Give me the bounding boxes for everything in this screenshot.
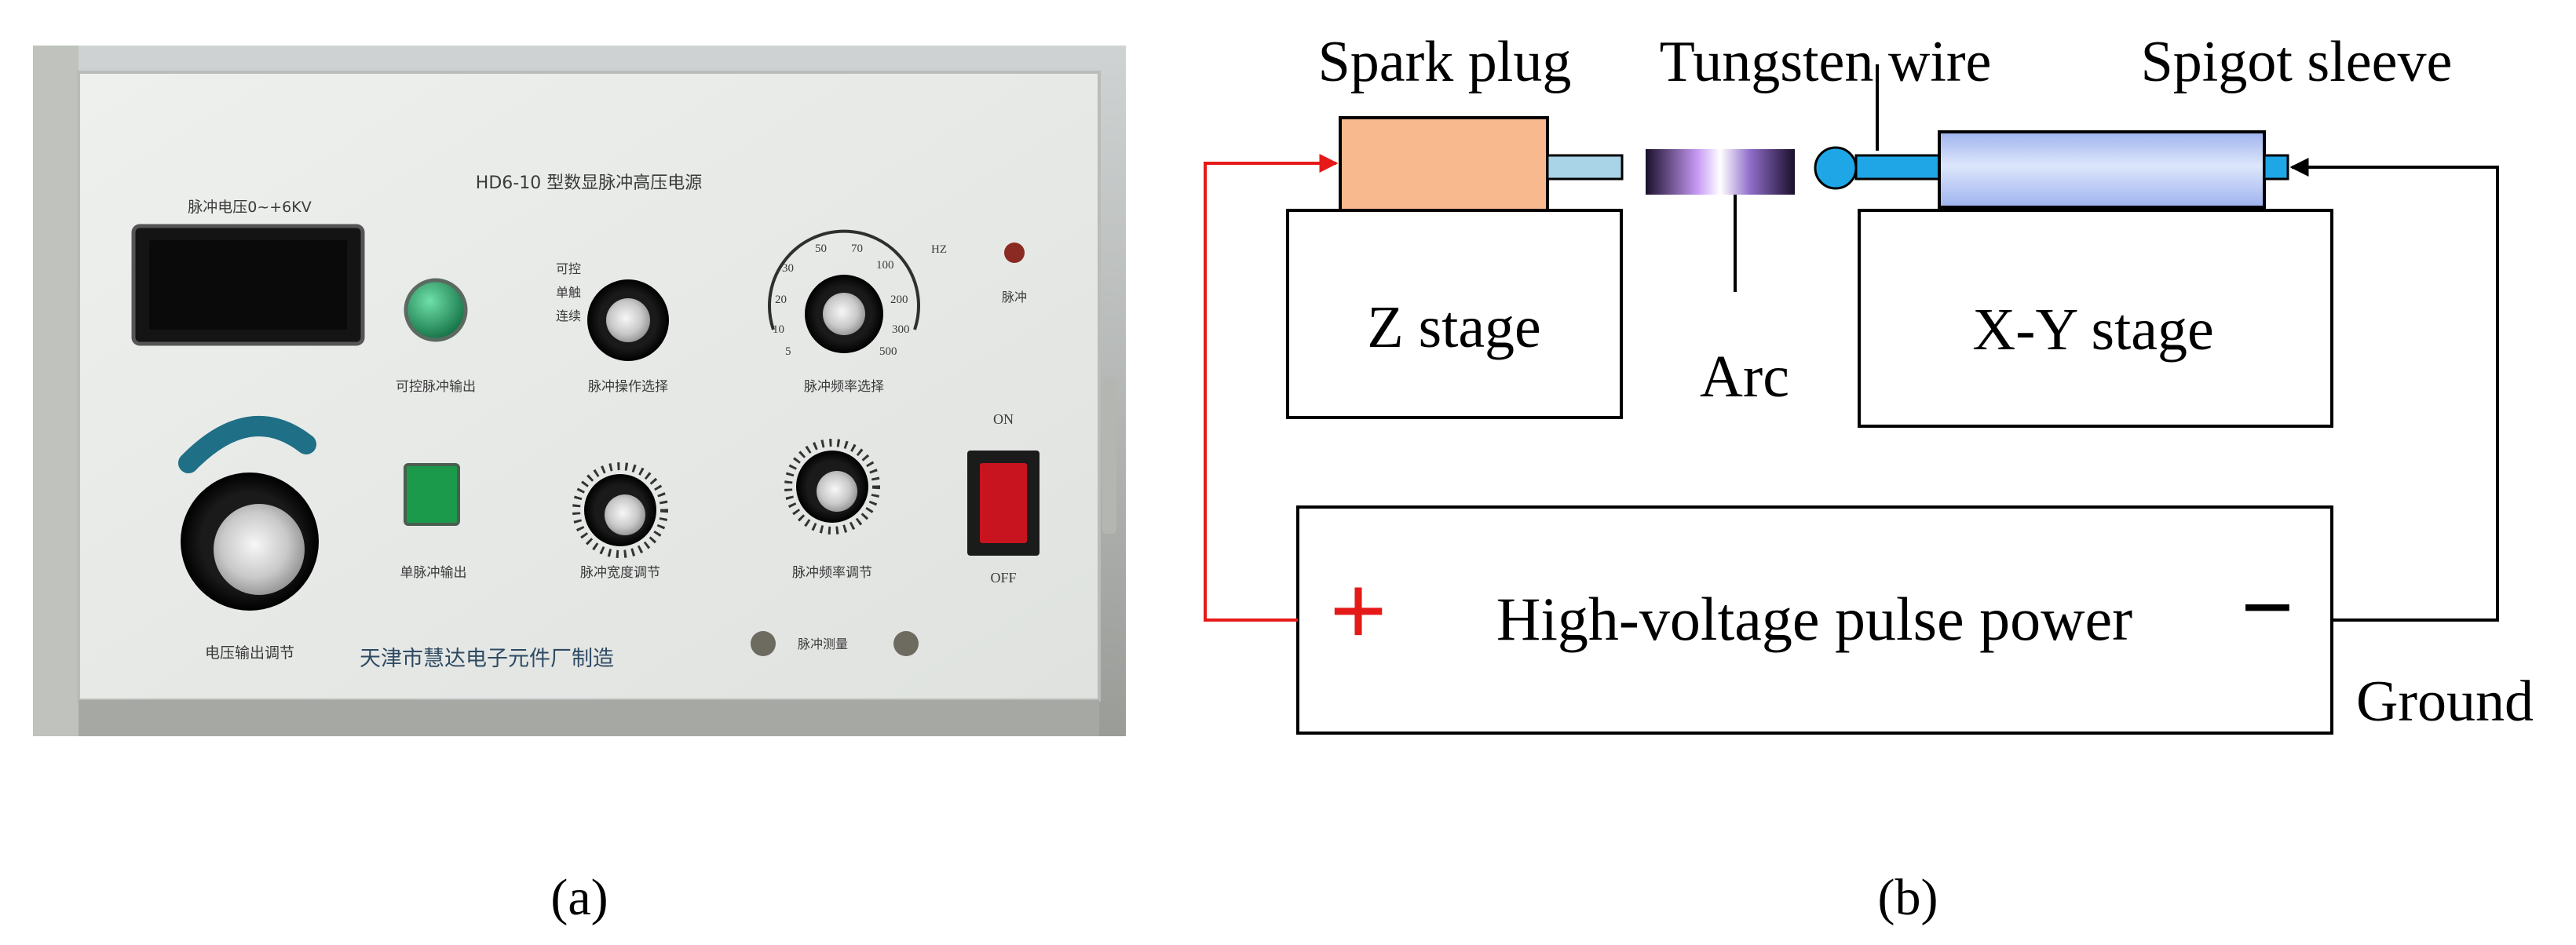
pulse-measure-label: 脉冲测量 bbox=[798, 637, 848, 651]
panel-b-schematic: Spark plug Tungsten wire Spigot sleeve Z… bbox=[1204, 30, 2534, 735]
frequency-scale-10: 10 bbox=[773, 323, 784, 336]
spigot-sleeve-label: Spigot sleeve bbox=[2141, 30, 2453, 94]
voltage-adjust-label: 电压输出调节 bbox=[205, 644, 294, 662]
pulse-mode-option-3: 连续 bbox=[556, 308, 581, 323]
frequency-scale-30: 30 bbox=[782, 262, 794, 275]
measure-terminal-right[interactable] bbox=[893, 631, 919, 656]
frequency-scale-5: 5 bbox=[785, 345, 791, 358]
arc-discharge bbox=[1646, 149, 1795, 195]
tungsten-wire-label: Tungsten wire bbox=[1660, 30, 1992, 94]
z-stage-box bbox=[1286, 209, 1623, 419]
measure-terminal-left[interactable] bbox=[751, 631, 776, 656]
z-stage-label: Z stage bbox=[1367, 294, 1541, 360]
ground-wire bbox=[2289, 158, 2499, 622]
frequency-scale-100: 100 bbox=[876, 259, 894, 272]
frequency-scale-300: 300 bbox=[892, 323, 910, 336]
pulse-indicator-lamp bbox=[1004, 243, 1025, 263]
power-on-label: ON bbox=[993, 411, 1014, 427]
positive-wire bbox=[1204, 154, 1339, 622]
frequency-scale-70: 70 bbox=[851, 243, 863, 255]
sleeve-rod-end bbox=[2263, 154, 2289, 181]
pulse-mode-option-1: 可控 bbox=[556, 261, 581, 276]
xy-stage-label: X-Y stage bbox=[1972, 297, 2213, 363]
frequency-scale-20: 20 bbox=[775, 294, 787, 306]
frequency-scale-50: 50 bbox=[815, 243, 827, 255]
frequency-scale-500: 500 bbox=[879, 345, 897, 358]
frequency-hz-unit: HZ bbox=[931, 243, 947, 256]
voltage-display-screen bbox=[149, 240, 347, 330]
arc-label: Arc bbox=[1700, 344, 1789, 410]
device-model-title: HD6-10 型数显脉冲高压电源 bbox=[476, 173, 702, 193]
tungsten-wire bbox=[1854, 154, 1952, 181]
frequency-adjust-knob-ticks bbox=[784, 439, 880, 535]
frequency-select-label: 脉冲频率选择 bbox=[804, 379, 884, 395]
ground-label: Ground bbox=[2356, 670, 2534, 734]
pulse-width-knob-cap bbox=[605, 494, 645, 535]
pulse-indicator-label: 脉冲 bbox=[1002, 290, 1027, 305]
panel-a-device: HD6-10 型数显脉冲高压电源 脉冲电压0~+6KV 可控脉冲输出 可控 单触… bbox=[33, 46, 1126, 736]
spigot-sleeve bbox=[1938, 130, 2266, 209]
voltage-dial-arc bbox=[178, 415, 316, 473]
single-pulse-button[interactable] bbox=[404, 463, 460, 526]
device-left-edge bbox=[33, 46, 79, 736]
pulse-mode-option-2: 单触 bbox=[556, 285, 581, 300]
spark-plug-label: Spark plug bbox=[1318, 30, 1572, 94]
pulse-mode-knob-cap bbox=[606, 298, 650, 342]
power-supply-label: High-voltage pulse power bbox=[1496, 585, 2132, 653]
caption-a: (a) bbox=[550, 869, 608, 926]
positive-terminal: + bbox=[1329, 555, 1387, 668]
xy-stage-box bbox=[1858, 209, 2333, 428]
frequency-dial-arc bbox=[768, 229, 920, 330]
pulse-width-label: 脉冲宽度调节 bbox=[580, 565, 660, 581]
controllable-output-led bbox=[404, 278, 468, 342]
power-off-label: OFF bbox=[990, 570, 1016, 586]
single-pulse-label: 单脉冲输出 bbox=[400, 565, 467, 581]
tungsten-wire-tip bbox=[1814, 146, 1858, 190]
frequency-scale-200: 200 bbox=[890, 294, 908, 306]
power-switch[interactable] bbox=[980, 463, 1027, 543]
display-range-label: 脉冲电压0~+6KV bbox=[188, 199, 311, 216]
controllable-output-label: 可控脉冲输出 bbox=[396, 379, 476, 395]
negative-terminal: − bbox=[2241, 555, 2294, 659]
spark-plug bbox=[1339, 116, 1549, 212]
voltage-adjust-knob-cap bbox=[214, 504, 305, 595]
spark-plug-electrode bbox=[1546, 154, 1624, 181]
device-base bbox=[79, 700, 1099, 736]
pulse-mode-label: 脉冲操作选择 bbox=[588, 379, 668, 395]
side-handle bbox=[1102, 377, 1116, 534]
pulse-width-knob-ticks bbox=[572, 462, 668, 558]
caption-b: (b) bbox=[1878, 869, 1938, 926]
manufacturer-label: 天津市慧达电子元件厂制造 bbox=[360, 647, 614, 671]
frequency-select-knob-cap bbox=[823, 293, 865, 335]
frequency-adjust-label: 脉冲频率调节 bbox=[792, 565, 872, 581]
frequency-adjust-knob-cap bbox=[817, 471, 857, 512]
